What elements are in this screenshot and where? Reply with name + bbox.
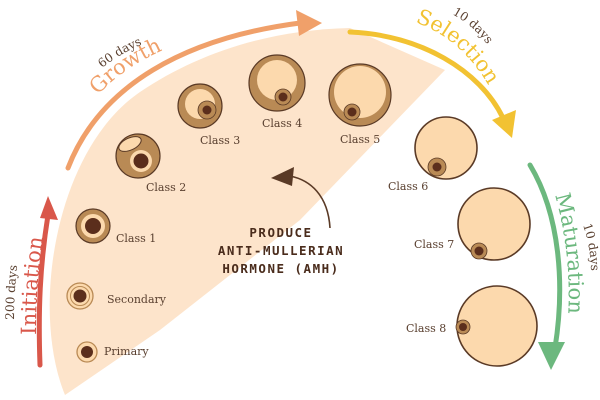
follicle-primary: [76, 341, 98, 363]
follicle-label-primary: Primary: [104, 345, 149, 358]
follicle-label-class-7: Class 7: [414, 238, 454, 251]
growth-arrow: [65, 10, 322, 171]
follicle-class-3: [177, 83, 223, 129]
maturation-arrow: [527, 162, 565, 370]
follicle-class-5: [328, 63, 392, 127]
follicle-label-class-2: Class 2: [146, 181, 186, 194]
initiation-duration: 200 days: [3, 264, 20, 320]
initiation-arrow: [36, 196, 58, 368]
selection-arrow: [347, 29, 516, 138]
follicle-class-1: [75, 208, 111, 244]
follicle-class-6: [414, 116, 478, 180]
follicle-class-7: [457, 187, 531, 261]
follicle-label-class-1: Class 1: [116, 232, 156, 245]
follicle-label-class-4: Class 4: [262, 117, 302, 130]
amh-text-line-3: HORMONE (AMH): [222, 261, 339, 276]
follicle-class-8: [455, 285, 538, 367]
follicle-secondary: [66, 282, 94, 310]
follicle-class-4: [248, 54, 306, 112]
follicle-class-2: [115, 133, 161, 179]
amh-text-line-2: ANTI-MULLERIAN: [218, 243, 344, 258]
phase-initiation-label: Initiation: [17, 235, 48, 335]
amh-annotation-arrow: [271, 167, 331, 229]
follicle-label-class-8: Class 8: [406, 322, 446, 335]
follicle-label-class-6: Class 6: [388, 180, 428, 193]
follicle-label-secondary: Secondary: [107, 293, 167, 306]
follicle-label-class-3: Class 3: [200, 134, 240, 147]
follicle-label-class-5: Class 5: [340, 133, 380, 146]
amh-text-line-1: PRODUCE: [249, 225, 312, 240]
